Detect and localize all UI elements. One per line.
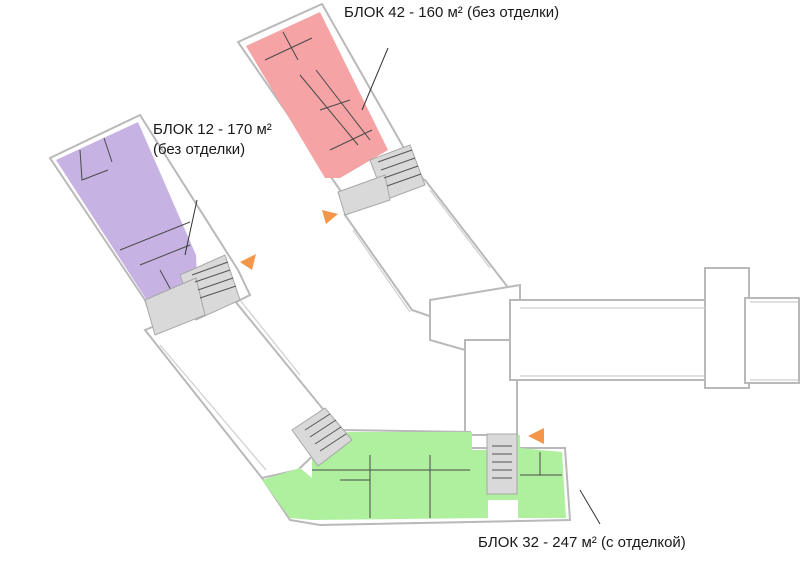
stairs [144, 144, 518, 495]
block-12-fill [56, 122, 197, 302]
block-32-fill-left [262, 468, 312, 520]
leader-lines [184, 47, 601, 525]
block-42-area[interactable] [246, 12, 388, 178]
block-32-area[interactable] [262, 432, 566, 520]
entrance-arrow-icon [528, 428, 544, 444]
entrance-arrow-icon [322, 210, 338, 224]
entrance-arrow-icon [240, 254, 256, 270]
window-ticks [159, 189, 798, 471]
block-12-label: БЛОК 12 - 170 м² (без отделки) [153, 120, 272, 160]
block-12-label-line2: (без отделки) [153, 141, 246, 158]
block-32-fill-main [312, 432, 488, 520]
block-12-label-line1: БЛОК 12 - 170 м² [153, 121, 272, 138]
block-32-label: БЛОК 32 - 247 м² (с отделкой) [478, 534, 686, 551]
block-12-area[interactable] [56, 122, 197, 302]
block-42-label: БЛОК 42 - 160 м² (без отделки) [344, 4, 560, 21]
entrance-arrows [240, 210, 544, 444]
